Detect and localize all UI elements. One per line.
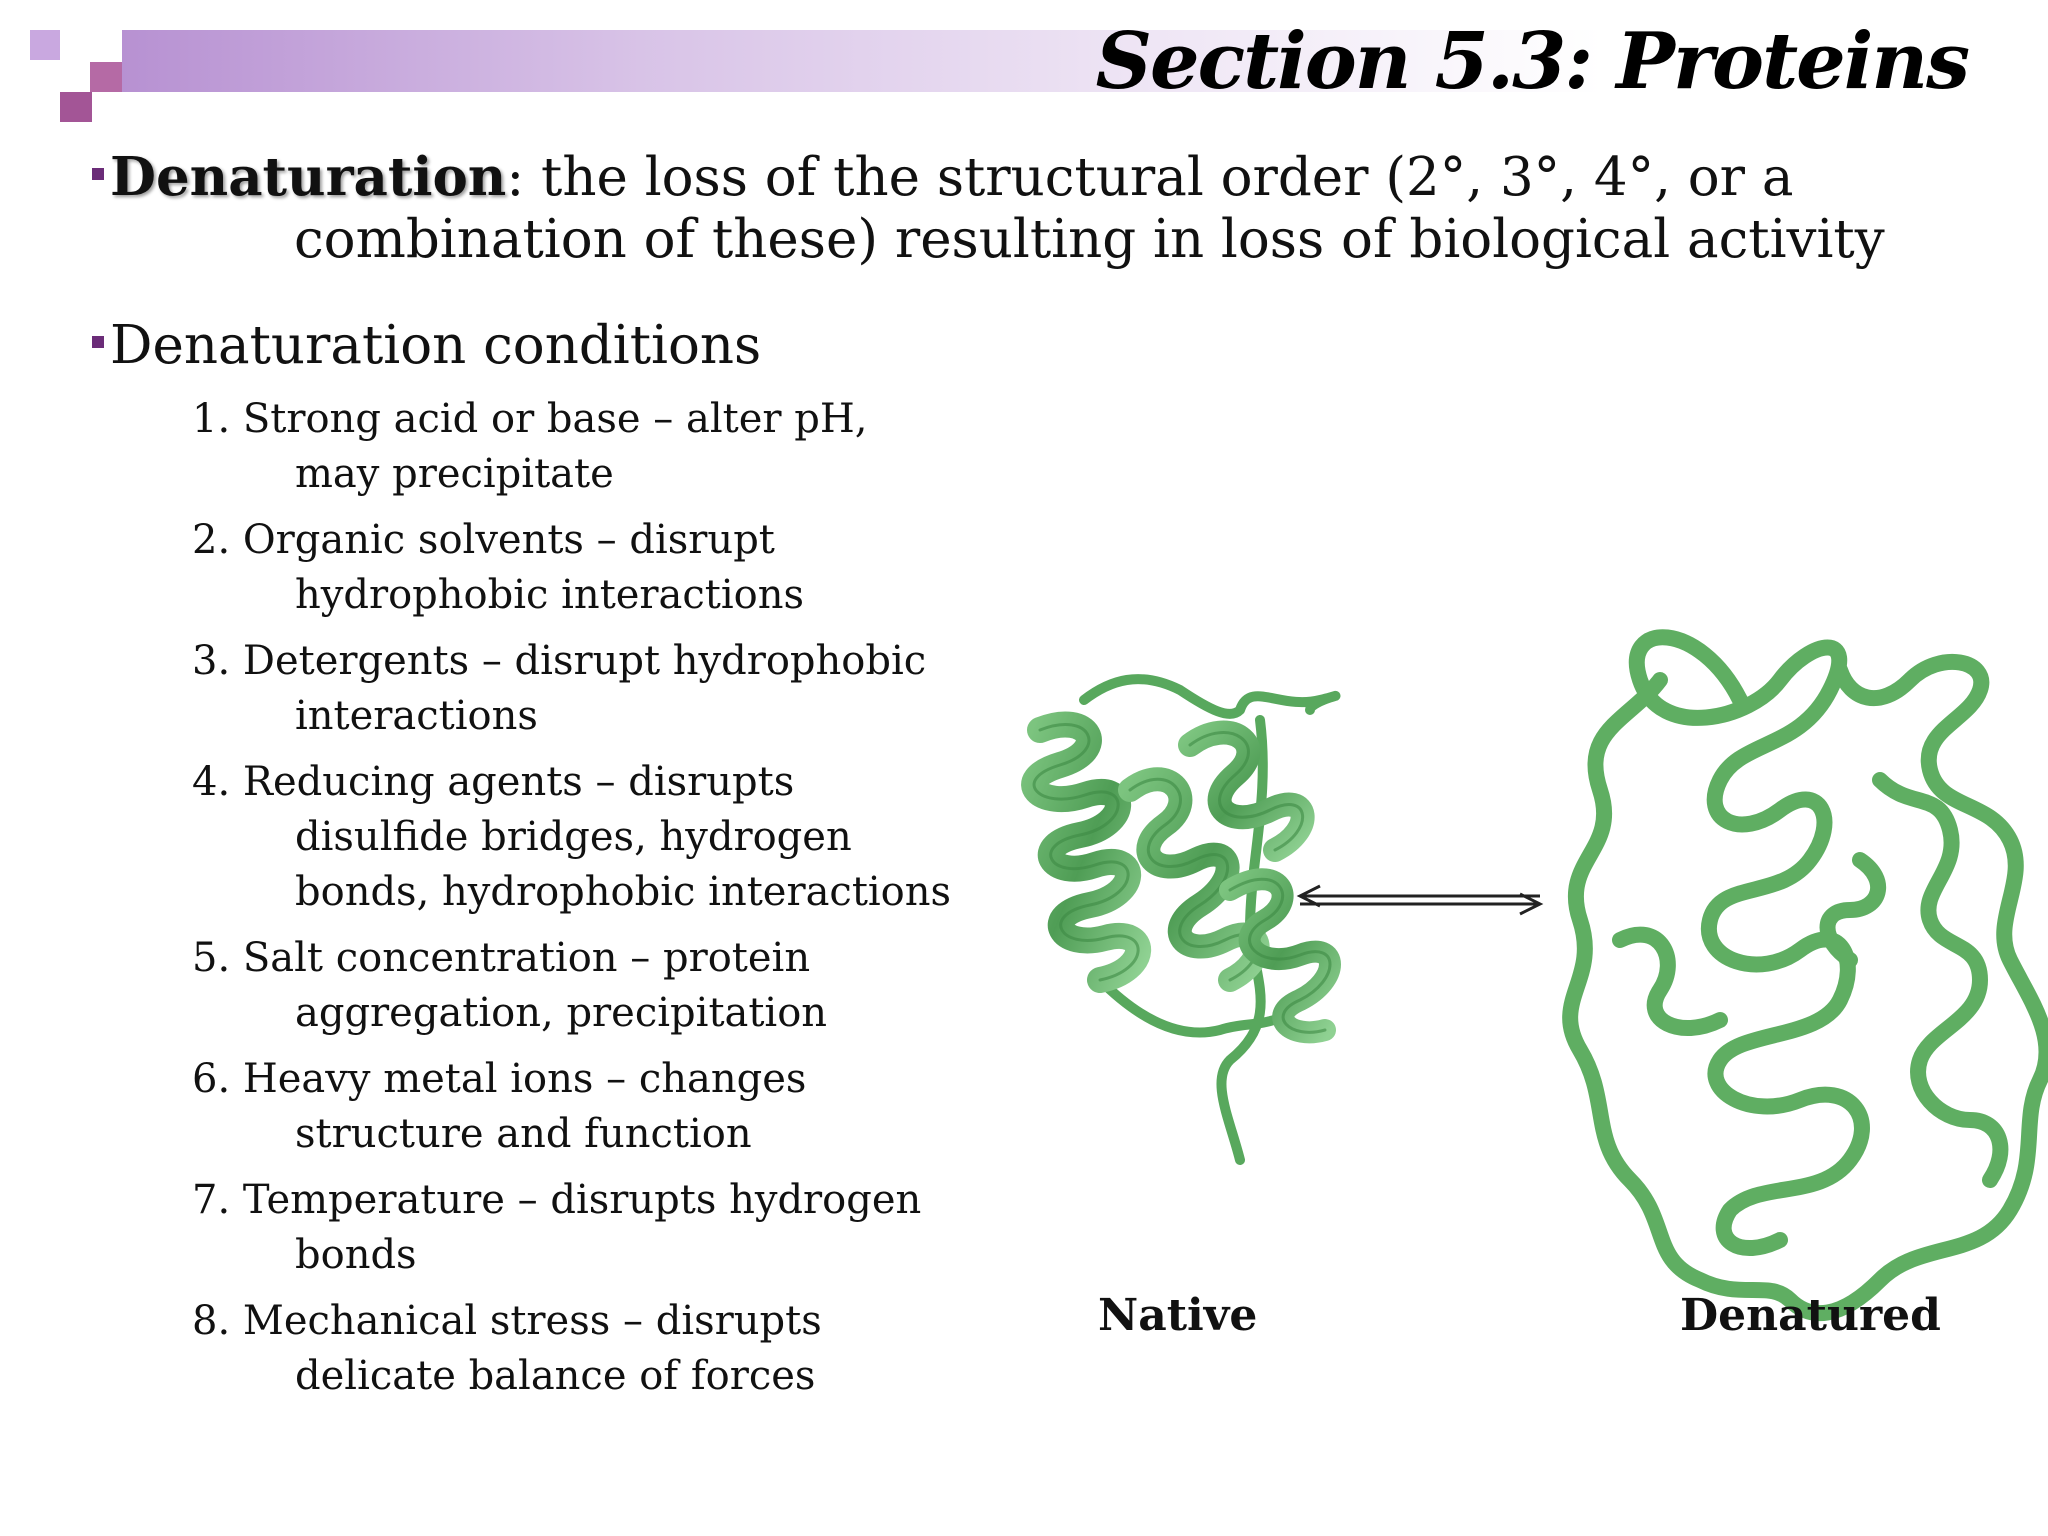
- protein-figure: [1021, 629, 2048, 1321]
- bullet-marker: [92, 335, 104, 348]
- decor-square: [30, 30, 60, 60]
- bullet-marker: [92, 167, 104, 180]
- list-item: 6. Heavy metal ions – changes structure …: [192, 1052, 992, 1162]
- equilibrium-arrow-icon: [1296, 884, 1544, 916]
- list-item: 8. Mechanical stress – disrupts delicate…: [192, 1294, 992, 1404]
- list-item-line: 6. Heavy metal ions – changes: [192, 1056, 807, 1102]
- list-item-line: aggregation, precipitation: [295, 990, 828, 1036]
- slide-title: Section 5.3: Proteins: [1095, 16, 1970, 107]
- list-item: 5. Salt concentration – protein aggregat…: [192, 931, 992, 1041]
- list-item-line: 4. Reducing agents – disrupts: [192, 759, 795, 805]
- definition-text: : the loss of the structural order (2°, …: [506, 147, 1794, 208]
- native-label: Native: [1098, 1290, 1258, 1341]
- list-item: 1. Strong acid or base – alter pH, may p…: [192, 392, 992, 502]
- list-item: 4. Reducing agents – disrupts disulfide …: [192, 755, 992, 920]
- conditions-list: 1. Strong acid or base – alter pH, may p…: [192, 392, 992, 1415]
- header-band: [122, 30, 1602, 92]
- definition-line-2: combination of these) resulting in loss …: [294, 209, 1885, 270]
- denatured-label: Denatured: [1680, 1290, 1941, 1341]
- conditions-heading: Denaturation conditions: [92, 314, 761, 378]
- decor-square: [90, 62, 122, 92]
- list-item: 2. Organic solvents – disrupt hydrophobi…: [192, 513, 992, 623]
- list-item-line: disulfide bridges, hydrogen: [295, 814, 852, 860]
- list-item: 3. Detergents – disrupt hydrophobic inte…: [192, 634, 992, 744]
- list-item-line: delicate balance of forces: [295, 1353, 816, 1399]
- list-item: 7. Temperature – disrupts hydrogen bonds: [192, 1173, 992, 1283]
- decor-square: [60, 92, 92, 122]
- list-item-line: bonds, hydrophobic interactions: [295, 869, 952, 915]
- list-item-line: structure and function: [295, 1111, 752, 1157]
- list-item-line: 7. Temperature – disrupts hydrogen: [192, 1177, 922, 1223]
- list-item-line: 1. Strong acid or base – alter pH,: [192, 396, 868, 442]
- list-item-line: 5. Salt concentration – protein: [192, 935, 811, 981]
- denatured-protein-icon: [1562, 629, 2048, 1321]
- list-item-line: bonds: [295, 1232, 417, 1278]
- list-item-line: 2. Organic solvents – disrupt: [192, 517, 775, 563]
- definition-line-1: Denaturation: the loss of the structural…: [92, 146, 1972, 209]
- definition-bullet: Denaturation: the loss of the structural…: [92, 146, 1972, 271]
- definition-term: Denaturation: [110, 146, 507, 208]
- list-item-line: 3. Detergents – disrupt hydrophobic: [192, 638, 927, 684]
- native-protein-icon: [1021, 674, 1341, 1165]
- list-item-line: 8. Mechanical stress – disrupts: [192, 1298, 822, 1344]
- conditions-heading-text: Denaturation conditions: [110, 315, 762, 376]
- list-item-line: may precipitate: [295, 451, 614, 497]
- list-item-line: hydrophobic interactions: [295, 572, 805, 618]
- list-item-line: interactions: [295, 693, 538, 739]
